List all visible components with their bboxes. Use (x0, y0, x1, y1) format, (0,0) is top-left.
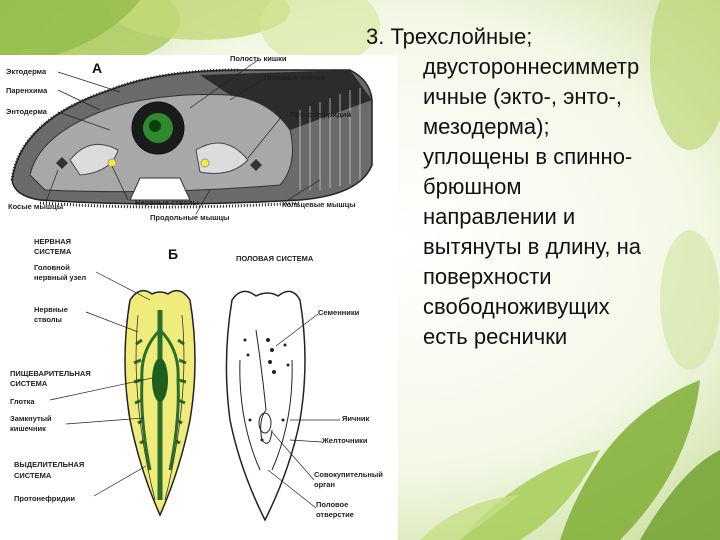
label-genital-pore-2: отверстие (316, 510, 354, 519)
label-pharynx: Глотка (10, 397, 35, 406)
figure-a-letter: А (92, 60, 103, 76)
label-parenchyma: Паренхима (6, 86, 48, 95)
label-digestive-1: ПИЩЕВАРИТЕЛЬНАЯ (10, 369, 91, 378)
label-ovary: Яичник (342, 414, 370, 423)
label-longitudinal-muscles: Продольные мышцы (150, 213, 230, 222)
label-sex-cells: Половые клетки (264, 73, 325, 82)
label-nervous-system-1: НЕРВНАЯ (34, 237, 72, 246)
label-ectoderm: Эктодерма (6, 67, 47, 76)
label-nervous-system-2: СИСТЕМА (34, 247, 72, 256)
description-first-line: 3. Трехслойные; (366, 24, 533, 49)
label-head-ganglion-1: Головной (34, 263, 70, 272)
label-excretory-2: СИСТЕМА (14, 471, 52, 480)
label-reproductive-system: ПОЛОВАЯ СИСТЕМА (236, 254, 314, 263)
label-protonephridia-b: Протонефридии (14, 494, 75, 503)
label-protonephridia-a: Протонефридий (290, 110, 351, 119)
label-oblique-muscles: Косые мышцы (8, 202, 64, 211)
label-closed-gut-2: кишечник (10, 424, 46, 433)
figure-b-letter: Б (168, 246, 179, 262)
label-closed-gut-1: Замкнутый (10, 414, 52, 423)
label-gut-cavity: Полость кишки (230, 54, 287, 63)
description-text: 3. Трехслойные; двустороннесимметр ичные… (366, 22, 706, 352)
label-ring-muscles: Кольцевые мышцы (282, 200, 356, 209)
label-genital-pore-1: Половое (316, 500, 349, 509)
label-testes: Семенники (318, 308, 360, 317)
label-head-ganglion-2: нервный узел (34, 273, 87, 282)
label-copulatory-1: Совокупительный (314, 470, 383, 479)
label-entoderm: Энтодерма (6, 107, 47, 116)
label-nerve-trunks-a: Нервные стволы (135, 198, 199, 207)
label-vitellaria: Желточники (322, 436, 368, 445)
label-copulatory-2: орган (314, 480, 335, 489)
label-excretory-1: ВЫДЕЛИТЕЛЬНАЯ (14, 460, 85, 469)
label-nerve-trunks-b-2: стволы (34, 315, 62, 324)
label-nerve-trunks-b-1: Нервные (34, 305, 68, 314)
description-body: двустороннесимметр ичные (экто-, энто-, … (423, 54, 641, 349)
cross-section-figure (10, 59, 373, 522)
label-digestive-2: СИСТЕМА (10, 379, 48, 388)
